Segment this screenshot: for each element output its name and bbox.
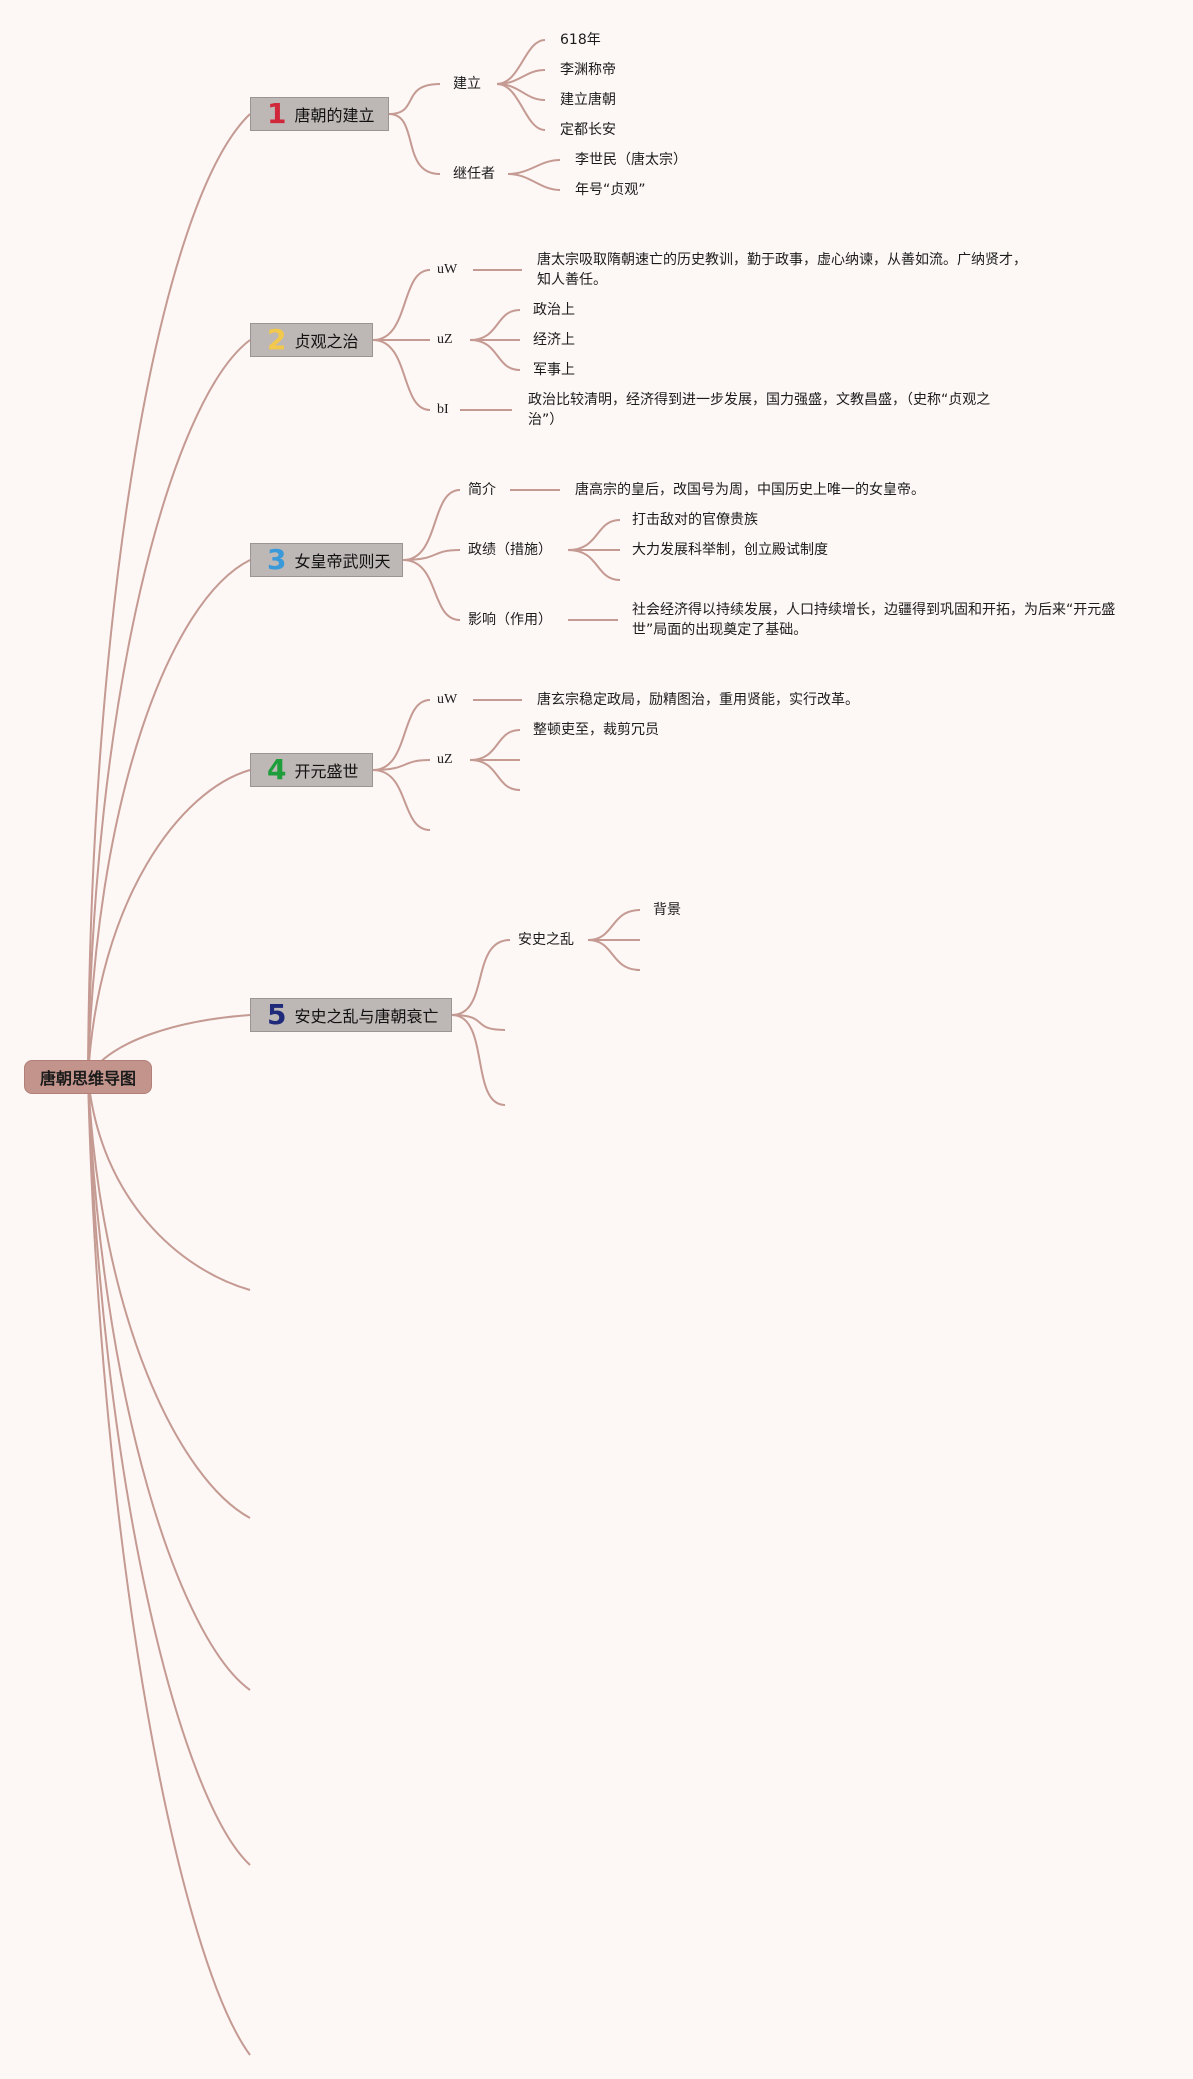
branch-label[interactable]: 安史之乱 [518, 932, 574, 948]
topic-label: 唐朝的建立 [294, 106, 375, 125]
topic-1[interactable]: 1 唐朝的建立 [250, 97, 389, 131]
leaf-label[interactable]: 大力发展科举制，创立殿试制度 [632, 542, 828, 558]
number-1-icon: 1 [267, 97, 287, 130]
leaf-label[interactable]: 年号“贞观” [575, 182, 646, 198]
branch-label[interactable]: 影响（作用） [468, 612, 552, 628]
number-4-icon: 4 [267, 753, 287, 786]
leaf-label[interactable]: 建立唐朝 [560, 92, 616, 108]
branch-label[interactable]: 建立 [453, 76, 481, 92]
leaf-label[interactable]: 军事上 [533, 362, 575, 378]
branch-label[interactable]: uZ [437, 332, 453, 347]
branch-text[interactable]: 唐高宗的皇后，改国号为周，中国历史上唯一的女皇帝。 [575, 482, 925, 498]
leaf-label[interactable]: 打击敌对的官僚贵族 [632, 512, 758, 528]
branch-text[interactable]: 政治比较清明，经济得到进一步发展，国力强盛，文教昌盛，（史称“贞观之治”） [528, 392, 991, 428]
leaf-label[interactable]: 经济上 [533, 332, 575, 348]
root-node[interactable]: 唐朝思维导图 [24, 1060, 152, 1094]
leaf-label[interactable]: 定都长安 [560, 122, 616, 138]
leaf-label[interactable]: 背景 [653, 902, 681, 918]
topic-label: 开元盛世 [294, 762, 359, 781]
topic-3[interactable]: 3 女皇帝武则天 [250, 543, 403, 577]
branch-label[interactable]: 简介 [468, 482, 496, 498]
topic-5[interactable]: 5 安史之乱与唐朝衰亡 [250, 998, 452, 1032]
topic-label: 女皇帝武则天 [294, 552, 391, 571]
topic-label: 安史之乱与唐朝衰亡 [294, 1007, 439, 1026]
topic-label: 贞观之治 [294, 332, 359, 351]
number-5-icon: 5 [267, 998, 287, 1031]
number-2-icon: 2 [267, 323, 287, 356]
branch-label[interactable]: uW [437, 262, 458, 277]
number-3-icon: 3 [267, 543, 287, 576]
branch-label[interactable]: uZ [437, 752, 453, 767]
branch-label[interactable]: bI [437, 402, 449, 417]
branch-text[interactable]: 社会经济得以持续发展，人口持续增长，边疆得到巩固和开拓，为后来“开元盛世”局面的… [632, 602, 1116, 638]
leaf-label[interactable]: 李渊称帝 [560, 62, 616, 78]
topic-2[interactable]: 2 贞观之治 [250, 323, 373, 357]
topic-4[interactable]: 4 开元盛世 [250, 753, 373, 787]
leaf-label[interactable]: 整顿吏至，裁剪冗员 [533, 722, 659, 738]
branch-text[interactable]: 唐太宗吸取隋朝速亡的历史教训，勤于政事，虚心纳谏，从善如流。广纳贤才，知人善任。 [537, 252, 1027, 288]
branch-text[interactable]: 唐玄宗稳定政局，励精图治，重用贤能，实行改革。 [537, 692, 859, 708]
leaf-label[interactable]: 政治上 [533, 302, 575, 318]
leaf-label[interactable]: 618年 [560, 32, 601, 48]
branch-label[interactable]: uW [437, 692, 458, 707]
leaf-label[interactable]: 李世民（唐太宗） [575, 152, 687, 168]
branch-label[interactable]: 继任者 [453, 166, 495, 182]
branch-label[interactable]: 政绩（措施） [468, 542, 552, 558]
